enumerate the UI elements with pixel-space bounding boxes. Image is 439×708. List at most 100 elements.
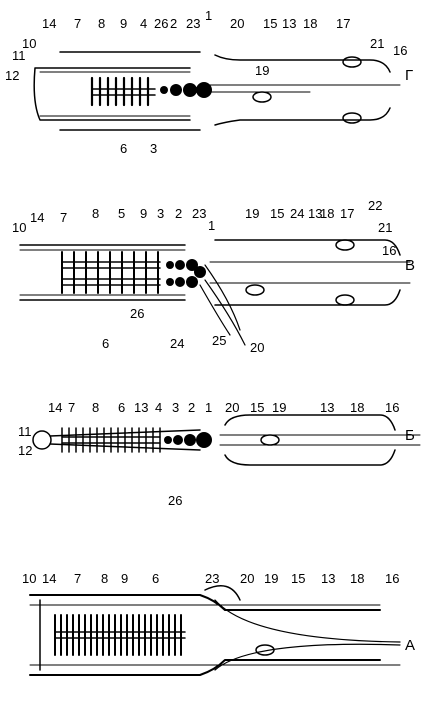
panel-a-drawing — [29, 585, 401, 676]
panel-v-nerve-ladder — [61, 251, 161, 294]
panel-v: 10 14 7 8 5 9 3 2 23 1 19 15 24 13 18 17… — [12, 198, 415, 355]
label: 8 — [92, 400, 99, 415]
label: 25 — [212, 333, 226, 348]
panel-letter: А — [405, 637, 415, 654]
panel-g-drawing — [33, 51, 401, 131]
label: 18 — [350, 571, 364, 586]
label: 8 — [92, 206, 99, 221]
label: 14 — [30, 210, 44, 225]
label: 19 — [245, 206, 259, 221]
label: 21 — [378, 220, 392, 235]
label: 16 — [393, 43, 407, 58]
label: 9 — [140, 206, 147, 221]
label: 7 — [60, 210, 67, 225]
label: 18 — [303, 16, 317, 31]
label: 14 — [42, 571, 56, 586]
label: 17 — [340, 206, 354, 221]
label: 20 — [230, 16, 244, 31]
panel-letter: В — [405, 257, 415, 274]
label: 5 — [118, 206, 125, 221]
label: 2 — [188, 400, 195, 415]
label: 2 — [170, 16, 177, 31]
panel-b-labels: 14 7 8 6 13 4 3 2 1 20 15 19 13 18 16 11… — [18, 400, 399, 508]
panel-a: 10 14 7 8 9 6 23 20 19 15 13 18 16 А — [22, 571, 415, 676]
label: 9 — [121, 571, 128, 586]
label: 15 — [263, 16, 277, 31]
label: 7 — [68, 400, 75, 415]
label: 6 — [152, 571, 159, 586]
label: 1 — [208, 218, 215, 233]
label: 17 — [336, 16, 350, 31]
label: 9 — [120, 16, 127, 31]
label: 22 — [368, 198, 382, 213]
label: 19 — [264, 571, 278, 586]
label: 19 — [272, 400, 286, 415]
label: 24 — [170, 336, 184, 351]
label: 8 — [101, 571, 108, 586]
label: 10 — [22, 36, 36, 51]
label: 16 — [385, 400, 399, 415]
label: 11 — [12, 48, 26, 63]
label: 3 — [157, 206, 164, 221]
panel-a-ganglia-ladder — [54, 614, 186, 656]
label: 11 — [18, 424, 32, 439]
panel-g: 12 11 10 14 7 8 9 4 26 2 23 1 20 15 13 1… — [5, 8, 413, 156]
label: 14 — [42, 16, 56, 31]
label: 13 — [320, 400, 334, 415]
panel-letter: Б — [405, 427, 415, 444]
label: 14 — [48, 400, 62, 415]
label: 13 — [321, 571, 335, 586]
label: 10 — [12, 220, 26, 235]
panel-g-nerve-ladder — [90, 76, 156, 107]
label: 15 — [270, 206, 284, 221]
label: 2 — [175, 206, 182, 221]
label: 1 — [205, 400, 212, 415]
label: 23 — [186, 16, 200, 31]
label: 8 — [98, 16, 105, 31]
label: 16 — [385, 571, 399, 586]
panel-v-drawing — [19, 239, 411, 346]
label: 23 — [192, 206, 206, 221]
label: 15 — [250, 400, 264, 415]
label: 13 — [308, 206, 322, 221]
panel-g-labels: 12 11 10 14 7 8 9 4 26 2 23 1 20 15 13 1… — [5, 8, 407, 156]
panel-b-drawing — [32, 414, 421, 466]
label: 4 — [155, 400, 162, 415]
label: 20 — [240, 571, 254, 586]
label: 7 — [74, 571, 81, 586]
panel-letter: Г — [405, 67, 413, 84]
label: 10 — [22, 571, 36, 586]
panel-b: 14 7 8 6 13 4 3 2 1 20 15 19 13 18 16 11… — [18, 400, 421, 508]
panel-g-ganglia — [160, 82, 212, 98]
label: 24 — [290, 206, 304, 221]
panel-b-nerve-ladder — [61, 427, 161, 453]
label: 13 — [134, 400, 148, 415]
panel-v-labels: 10 14 7 8 5 9 3 2 23 1 19 15 24 13 18 17… — [12, 198, 396, 355]
label: 26 — [130, 306, 144, 321]
label: 3 — [172, 400, 179, 415]
label: 15 — [291, 571, 305, 586]
label: 3 — [150, 141, 157, 156]
label: 6 — [118, 400, 125, 415]
label: 23 — [205, 571, 219, 586]
label: 18 — [350, 400, 364, 415]
label: 6 — [102, 336, 109, 351]
label: 12 — [5, 68, 19, 83]
panel-v-ganglia — [166, 259, 206, 288]
label: 12 — [18, 443, 32, 458]
label: 6 — [120, 141, 127, 156]
label: 26 — [168, 493, 182, 508]
label: 13 — [282, 16, 296, 31]
label: 18 — [320, 206, 334, 221]
label: 20 — [225, 400, 239, 415]
panel-b-ganglia — [164, 432, 212, 448]
label: 19 — [255, 63, 269, 78]
label: 26 — [154, 16, 168, 31]
label: 21 — [370, 36, 384, 51]
label: 16 — [382, 243, 396, 258]
label: 1 — [205, 8, 212, 23]
label: 7 — [74, 16, 81, 31]
label: 20 — [250, 340, 264, 355]
label: 4 — [140, 16, 147, 31]
